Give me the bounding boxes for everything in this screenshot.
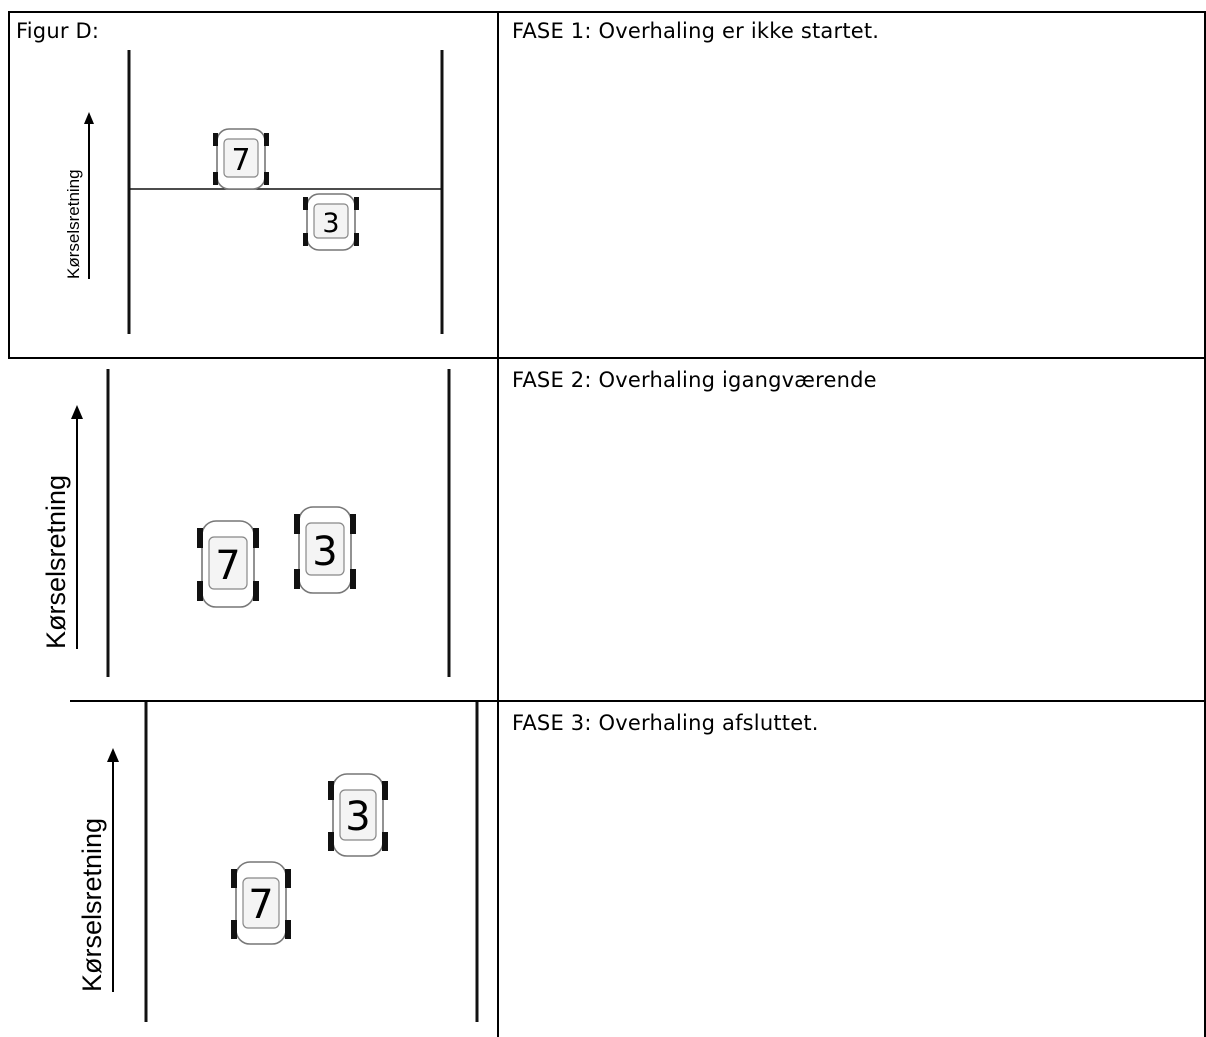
car-7: 7 (197, 520, 259, 608)
phase-3-text: FASE 3: Overhaling afsluttet. (512, 711, 819, 735)
car-3: 3 (328, 773, 388, 857)
table-row-divider-2 (70, 700, 1206, 702)
car-number: 7 (248, 882, 273, 928)
car-3: 3 (303, 193, 359, 251)
car-3: 3 (294, 506, 356, 594)
direction-indicator: Kørselsretning (77, 748, 119, 992)
table-column-divider (497, 11, 499, 1037)
phase-1-text: FASE 1: Overhaling er ikke startet. (512, 19, 880, 43)
car-7: 7 (213, 128, 269, 190)
phase-2-text: FASE 2: Overhaling igangværende (512, 368, 877, 392)
table-row-divider-1 (8, 357, 1206, 359)
car-number: 3 (345, 794, 370, 840)
table-border-left (8, 11, 10, 359)
direction-label: Kørselsretning (77, 818, 107, 992)
car-number: 3 (322, 208, 339, 239)
direction-indicator: Kørselsretning (41, 405, 83, 649)
direction-label: Kørselsretning (64, 169, 83, 279)
car-7: 7 (231, 861, 291, 945)
car-number: 7 (215, 543, 240, 589)
figure-label: Figur D: (16, 19, 100, 43)
table-border-right (1204, 11, 1206, 1037)
car-number: 7 (231, 143, 250, 178)
phase-3-figure: Kørselsretning 3 7 (77, 702, 479, 1022)
direction-indicator: Kørselsretning (64, 112, 94, 279)
phase-2-figure: Kørselsretning 7 3 (41, 369, 451, 677)
car-number: 3 (312, 529, 337, 575)
phase-1-figure: Kørselsretning 7 3 (64, 50, 444, 334)
table-border-top (8, 11, 1206, 13)
direction-label: Kørselsretning (41, 475, 71, 649)
